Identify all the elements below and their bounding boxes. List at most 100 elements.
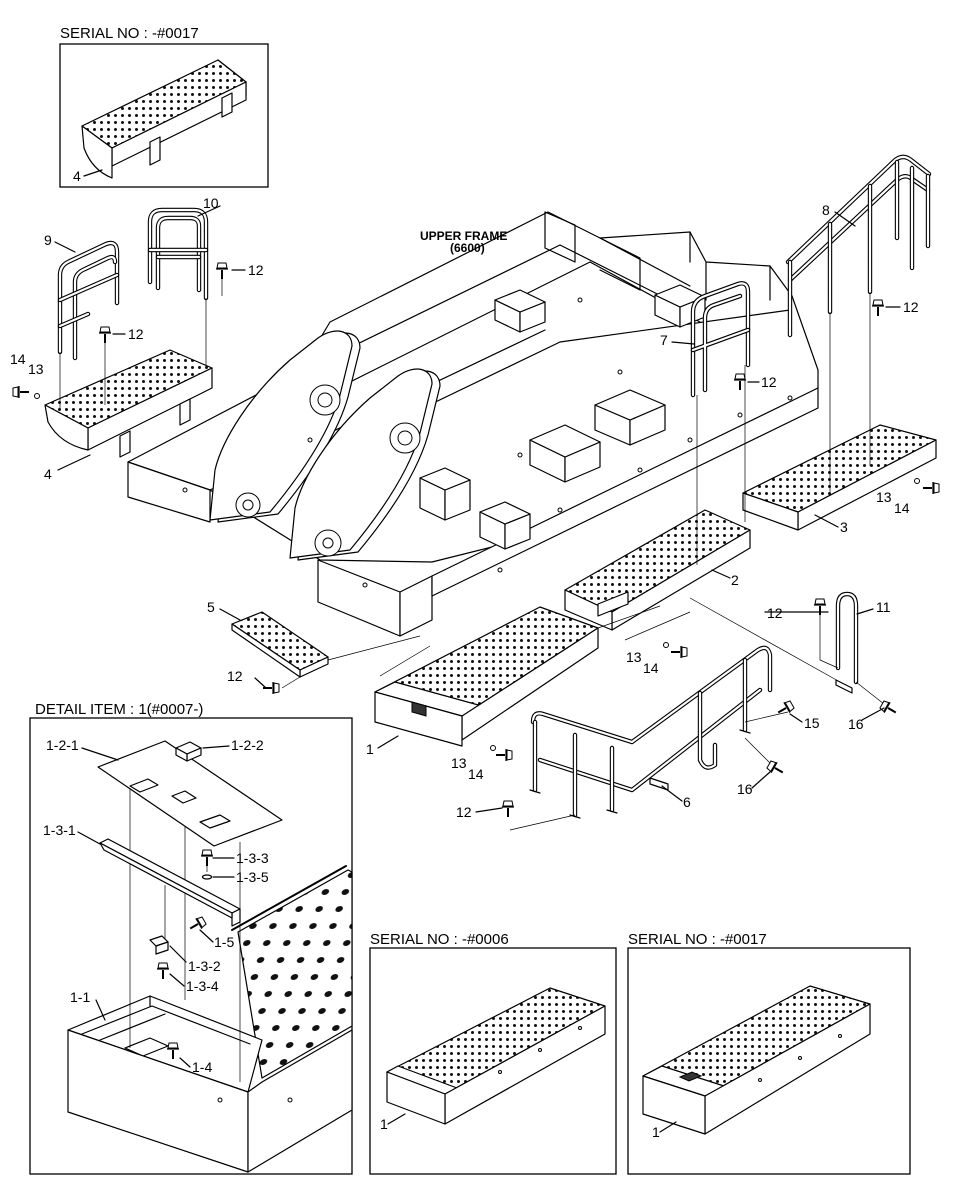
railing-10-frame-core bbox=[148, 208, 208, 300]
callout-12: 12 bbox=[128, 326, 144, 342]
boom-tower-right bbox=[289, 368, 433, 559]
inset-header: SERIAL NO : -#0006 bbox=[370, 931, 509, 948]
platform-side-holes-part bbox=[758, 1078, 762, 1082]
callout-leaders bbox=[54, 205, 901, 813]
detail-header: DETAIL ITEM : 1(#0007-) bbox=[35, 701, 203, 718]
frame-bolt-holes-part bbox=[737, 412, 743, 418]
bolt-icon bbox=[215, 262, 229, 280]
boom-pin-hole bbox=[242, 499, 254, 511]
frame-cross-box bbox=[529, 424, 601, 483]
railing-9-frame-core bbox=[58, 241, 119, 354]
railing-8-top-rail bbox=[785, 154, 932, 265]
detail-cover-slot bbox=[199, 814, 231, 829]
inset-header: SERIAL NO : -#0017 bbox=[628, 931, 767, 948]
callout-4: 4 bbox=[44, 466, 52, 482]
leader-line bbox=[659, 1121, 677, 1133]
assembly-lines bbox=[281, 635, 421, 689]
callout-12: 12 bbox=[903, 299, 919, 315]
detail-angle-bar bbox=[99, 838, 241, 914]
detail-latch bbox=[175, 747, 188, 762]
detail-hole bbox=[287, 1097, 293, 1103]
detail-label-1-3-2: 1-3-2 bbox=[188, 958, 221, 974]
detail-deck-edge bbox=[231, 865, 347, 931]
frame-rear-brackets bbox=[544, 211, 641, 291]
railing-6-feet bbox=[529, 729, 751, 819]
callout-12: 12 bbox=[761, 374, 777, 390]
frame-bolt-holes-part bbox=[517, 452, 523, 458]
callout-10: 10 bbox=[203, 195, 219, 211]
bolt-icon bbox=[12, 385, 30, 399]
detail-label-1-2-2: 1-2-2 bbox=[231, 737, 264, 753]
step-5-assembly bbox=[231, 611, 421, 695]
frame-bolt-holes-part bbox=[307, 437, 313, 443]
frame-cross-box bbox=[419, 467, 471, 521]
washer-icon bbox=[34, 393, 40, 399]
callout-12: 12 bbox=[248, 262, 264, 278]
detail-assembly-lines bbox=[129, 765, 241, 1082]
frame-bolt-holes-part bbox=[787, 395, 793, 401]
frame-cross-box-part bbox=[594, 389, 666, 421]
assembly-lines bbox=[829, 292, 871, 492]
bolt-icon bbox=[495, 748, 513, 762]
frame-cross-box bbox=[479, 501, 531, 550]
bolt-icon bbox=[200, 849, 214, 867]
inset-serial-0017-step: SERIAL NO : -#0017 4 bbox=[59, 25, 269, 188]
railing-9-bars bbox=[57, 272, 120, 329]
bolt-icon bbox=[98, 326, 112, 344]
frame-bolt-holes-part bbox=[557, 507, 563, 513]
callout-11: 11 bbox=[876, 599, 891, 615]
frame-cross-box-part bbox=[494, 289, 546, 313]
center-walkway-assembly bbox=[564, 281, 841, 683]
platform-2-end bbox=[564, 589, 613, 631]
platform-side-holes-part bbox=[578, 1026, 582, 1030]
callout-3: 3 bbox=[840, 519, 848, 535]
frame-front-box bbox=[317, 559, 401, 637]
callout-13: 13 bbox=[28, 361, 44, 377]
railing-6-top-rail-core bbox=[531, 646, 772, 744]
inset-part-number: 1 bbox=[380, 1116, 388, 1132]
railing-8-top-rail-core bbox=[786, 155, 931, 264]
frame-name-label: UPPER FRAME bbox=[420, 229, 507, 243]
frame-cross-box-part bbox=[419, 467, 471, 491]
detail-box-rim bbox=[81, 995, 251, 1045]
platform-side-holes-part bbox=[798, 1056, 802, 1060]
detail-angle-bar bbox=[231, 908, 241, 927]
callout-9: 9 bbox=[44, 232, 52, 248]
callout-13: 13 bbox=[876, 489, 892, 505]
inset-header: SERIAL NO : -#0017 bbox=[60, 25, 199, 42]
railing-6-mid-rail-core bbox=[538, 688, 762, 792]
upper-frame: UPPER FRAME (6600) bbox=[127, 211, 819, 637]
callout-14: 14 bbox=[894, 500, 910, 516]
detail-label-1-3-1: 1-3-1 bbox=[43, 822, 76, 838]
frame-cross-box-part bbox=[529, 424, 601, 458]
callouts: 10 9 12 12 14 13 4 8 12 7 12 13 14 3 2 5… bbox=[10, 195, 919, 820]
detail-cover-slot bbox=[129, 778, 159, 793]
callout-13: 13 bbox=[451, 755, 467, 771]
assembly-lines bbox=[379, 605, 661, 677]
frame-bolt-holes-part bbox=[617, 369, 623, 375]
railing-6-posts-core bbox=[533, 658, 747, 817]
inset-serial-0006-platform: SERIAL NO : -#0006 1 bbox=[369, 931, 617, 1175]
frame-front-box-side bbox=[399, 575, 433, 637]
platform-side-holes-part bbox=[498, 1070, 502, 1074]
frame-cross-box-part bbox=[479, 501, 531, 525]
frame-right-rail bbox=[431, 387, 819, 597]
bolt-icon bbox=[871, 299, 885, 317]
railing-10-frame-core bbox=[156, 216, 201, 292]
detail-leaders bbox=[77, 745, 235, 1068]
bolt-icon bbox=[922, 481, 940, 495]
platform-1-end bbox=[374, 691, 463, 747]
frame-cross-box bbox=[494, 289, 546, 333]
frame-cross-box bbox=[594, 389, 666, 446]
callout-6: 6 bbox=[683, 794, 691, 810]
detail-bracket bbox=[155, 941, 169, 955]
boom-pin-hole bbox=[317, 392, 333, 408]
callout-7: 7 bbox=[660, 332, 668, 348]
platform-2-step bbox=[597, 591, 629, 617]
frame-left-end bbox=[127, 461, 211, 523]
detail-label-1-5: 1-5 bbox=[214, 934, 234, 950]
frame-bolt-holes-part bbox=[497, 567, 503, 573]
railing-11-foot bbox=[835, 679, 853, 694]
frame-bolt-holes-part bbox=[362, 582, 368, 588]
